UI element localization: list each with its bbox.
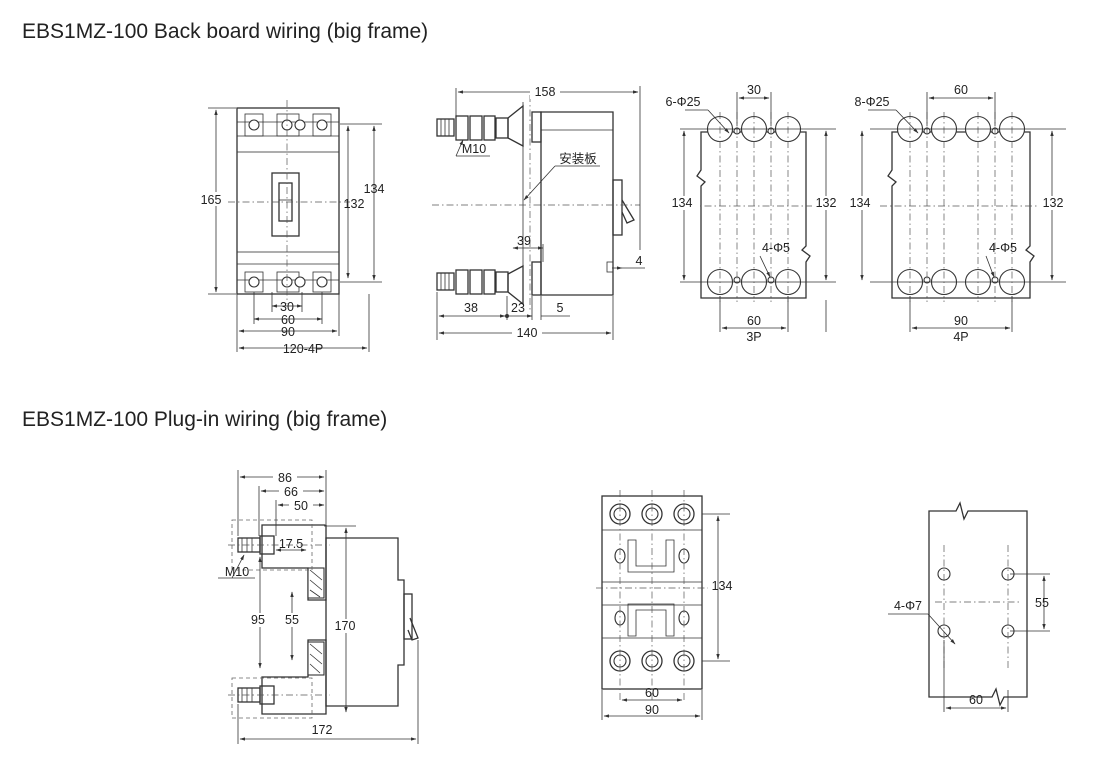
- holes-4-phi7: 4-Φ7: [894, 599, 922, 613]
- dim-30-3p: 30: [747, 83, 761, 97]
- dim-132: 132: [344, 197, 365, 211]
- dim-132-3p: 132: [816, 196, 837, 210]
- dim-165: 165: [201, 193, 222, 207]
- dim-60-4p: 60: [954, 83, 968, 97]
- dim-30: 30: [280, 300, 294, 314]
- dim-50: 50: [294, 499, 308, 513]
- label-4p: 4P: [953, 330, 968, 344]
- dim-90-plug-front: 90: [645, 703, 659, 717]
- dim-60-plug-front: 60: [645, 686, 659, 700]
- dim-120-4p: 120-4P: [283, 342, 323, 356]
- dim-134: 134: [364, 182, 385, 196]
- dim-86: 86: [278, 471, 292, 485]
- dim-38: 38: [464, 301, 478, 315]
- dim-140: 140: [517, 326, 538, 340]
- label-3p: 3P: [746, 330, 761, 344]
- dim-55-plug: 55: [285, 613, 299, 627]
- holes-6-phi25: 6-Φ25: [666, 95, 701, 109]
- dim-39: 39: [517, 234, 531, 248]
- dim-5: 5: [557, 301, 564, 315]
- drilling-pattern-3p: 6-Φ25 30 134 132 4-Φ5 60 3P: [666, 83, 842, 344]
- dim-90: 90: [281, 325, 295, 339]
- holes-4-phi5-3p: 4-Φ5: [762, 241, 790, 255]
- dim-172: 172: [312, 723, 333, 737]
- plug-in-front-view: 134 60 90: [596, 490, 732, 720]
- dim-158: 158: [535, 85, 556, 99]
- dim-60: 60: [281, 313, 295, 327]
- plug-in-side-view: 86 66 50 17.5 M10 95 55 170 172: [218, 470, 419, 744]
- thread-m10: M10: [462, 142, 486, 156]
- dim-90-4p: 90: [954, 314, 968, 328]
- dim-134-plug-front: 134: [712, 579, 733, 593]
- dim-132-4p: 132: [1043, 196, 1064, 210]
- dim-4: 4: [636, 254, 643, 268]
- dim-60-plug-drill: 60: [969, 693, 983, 707]
- plug-in-drilling-pattern: 4-Φ7 55 60: [888, 501, 1050, 712]
- dim-23: 23: [511, 301, 525, 315]
- heading-back-board-wiring: EBS1MZ-100 Back board wiring (big frame): [22, 20, 429, 43]
- holes-8-phi25: 8-Φ25: [855, 95, 890, 109]
- heading-plug-in-wiring: EBS1MZ-100 Plug-in wiring (big frame): [22, 408, 388, 431]
- side-view-back-board: 158 M10 安装板 39 4 38 23 5 140: [432, 85, 645, 340]
- dim-134-4p: 134: [850, 196, 871, 210]
- dim-95: 95: [251, 613, 265, 627]
- dim-17-5: 17.5: [279, 537, 303, 551]
- dim-134-3p: 134: [672, 196, 693, 210]
- dim-170: 170: [335, 619, 356, 633]
- drilling-pattern-4p: 8-Φ25 60 134 132 4-Φ5 90 4P: [846, 83, 1068, 344]
- mounting-plate-label: 安装板: [559, 151, 597, 166]
- holes-4-phi5-4p: 4-Φ5: [989, 241, 1017, 255]
- dim-66: 66: [284, 485, 298, 499]
- dim-60-3p: 60: [747, 314, 761, 328]
- dim-55-plug-drill: 55: [1035, 596, 1049, 610]
- thread-m10-plug: M10: [225, 565, 249, 579]
- front-view-back-board: 165 134 132 30 60 90 120-4P: [200, 100, 384, 356]
